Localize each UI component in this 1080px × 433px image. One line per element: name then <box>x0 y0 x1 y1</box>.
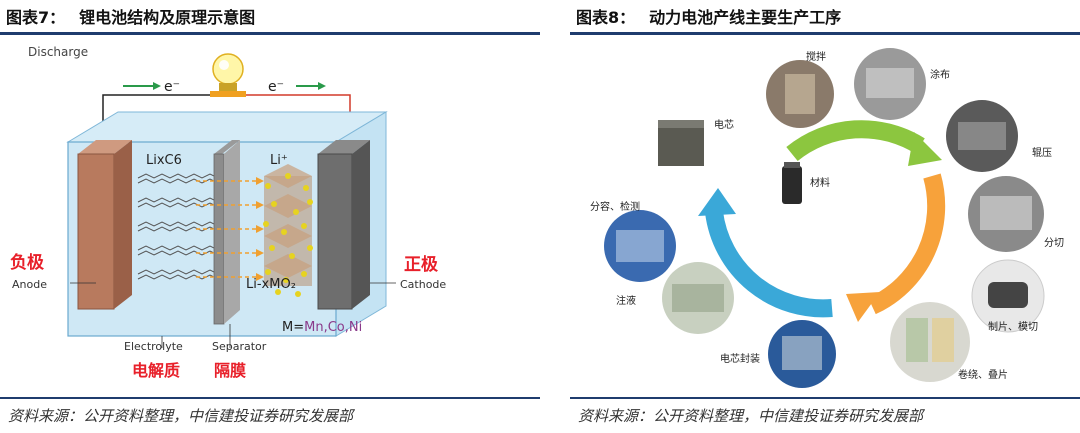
figure-7-top-rule <box>0 32 540 35</box>
figure-7-source: 资料来源：公开资料整理，中信建投证券研究发展部 <box>8 407 354 425</box>
figure-8-title: 图表8： 动力电池产线主要生产工序 <box>576 4 841 28</box>
positive-electrode-label: 正极 <box>404 255 438 275</box>
battery-diagram: Discharge e⁻ e⁻ <box>4 40 536 394</box>
step-photo-cell <box>658 120 704 166</box>
negative-electrode-label: 负极 <box>10 252 44 273</box>
light-bulb-icon <box>210 53 246 97</box>
step-photo-winding <box>890 302 970 382</box>
left-figure-panel: 图表7： 锂电池结构及原理示意图 Discharge e⁻ e⁻ <box>0 4 540 425</box>
right-figure-panel: 图表8： 动力电池产线主要生产工序 材料 搅拌 涂布 辊压 分切 制片、模切 <box>570 0 1080 433</box>
electron-label-left: e⁻ <box>164 79 180 95</box>
step-label-packaging: 电芯封装 <box>720 352 760 365</box>
anode-side <box>114 140 132 309</box>
step-label-rolling: 辊压 <box>1032 146 1052 159</box>
step-label-die-cutting: 制片、模切 <box>988 320 1038 333</box>
anode-plate <box>77 153 115 310</box>
orange-arrowhead <box>846 292 880 322</box>
step-label-slitting: 分切 <box>1044 237 1064 249</box>
cathode-side <box>352 140 370 309</box>
cathode-label: Cathode <box>400 278 446 291</box>
center-material-label: 材料 <box>810 176 830 189</box>
step-label-coating: 涂布 <box>930 68 950 81</box>
step-photo-injection <box>662 262 734 334</box>
figure-8-number: 图表8： <box>576 8 636 27</box>
figure-8-bottom-rule <box>570 397 1080 399</box>
production-cycle-diagram: 材料 搅拌 涂布 辊压 分切 制片、模切 卷绕、叠片 电芯封装 注液 分容、检测… <box>590 48 1064 388</box>
blue-arrowhead <box>698 188 736 216</box>
separator-cn-label: 隔膜 <box>214 361 246 380</box>
electrolyte-cn-label: 电解质 <box>132 361 180 380</box>
green-cycle-arrow <box>786 120 925 162</box>
container-top-face <box>66 111 388 143</box>
figure-7-title-text: 锂电池结构及原理示意图 <box>79 8 256 27</box>
step-label-grading: 分容、检测 <box>590 200 640 213</box>
figure-7-bottom-rule <box>0 397 540 399</box>
separator-top <box>214 140 240 154</box>
figure-7-title: 图表7： 锂电池结构及原理示意图 <box>6 4 255 28</box>
lixc6-label: LixC6 <box>146 153 182 168</box>
cathode-plate <box>317 153 353 310</box>
separator-side <box>224 140 240 324</box>
step-label-winding: 卷绕、叠片 <box>958 368 1008 381</box>
electron-label-right: e⁻ <box>268 79 284 95</box>
material-jar-icon <box>782 162 802 204</box>
step-label-mixing: 搅拌 <box>806 50 826 63</box>
figure-8-top-rule <box>570 32 1080 35</box>
separator-plate <box>213 153 225 325</box>
step-photo-rolling <box>946 100 1018 172</box>
figure-8-source: 资料来源：公开资料整理，中信建投证券研究发展部 <box>578 407 924 425</box>
blue-cycle-arrow <box>705 210 833 318</box>
step-photo-slitting <box>968 176 1044 252</box>
li-ion-label: Li⁺ <box>270 153 288 168</box>
electrolyte-label: Electrolyte <box>124 340 183 353</box>
cathode-top <box>318 140 370 154</box>
green-arrowhead <box>908 132 942 166</box>
step-photo-grading <box>604 210 676 282</box>
step-label-cell: 电芯 <box>714 118 734 131</box>
electron-arrowhead-left <box>153 82 161 90</box>
li-xmo2-label: Li-xMO₂ <box>246 277 296 292</box>
anode-label: Anode <box>12 278 47 291</box>
cathode-crystal-lattice <box>263 164 313 297</box>
figure-7-number: 图表7： <box>6 8 66 27</box>
step-photo-coating <box>854 48 926 120</box>
step-label-injection: 注液 <box>616 294 636 307</box>
orange-cycle-arrow <box>868 173 946 315</box>
step-photo-mixing <box>766 60 834 128</box>
metal-formula-label: M=Mn,Co,Ni <box>282 320 362 335</box>
figure-8-title-text: 动力电池产线主要生产工序 <box>649 8 842 27</box>
electron-arrowhead-right <box>318 82 326 90</box>
step-photo-packaging <box>768 320 836 388</box>
separator-label: Separator <box>212 340 267 353</box>
ion-migration-arrows <box>196 177 264 281</box>
step-photo-die-cutting <box>971 259 1045 333</box>
discharge-label: Discharge <box>28 45 88 59</box>
